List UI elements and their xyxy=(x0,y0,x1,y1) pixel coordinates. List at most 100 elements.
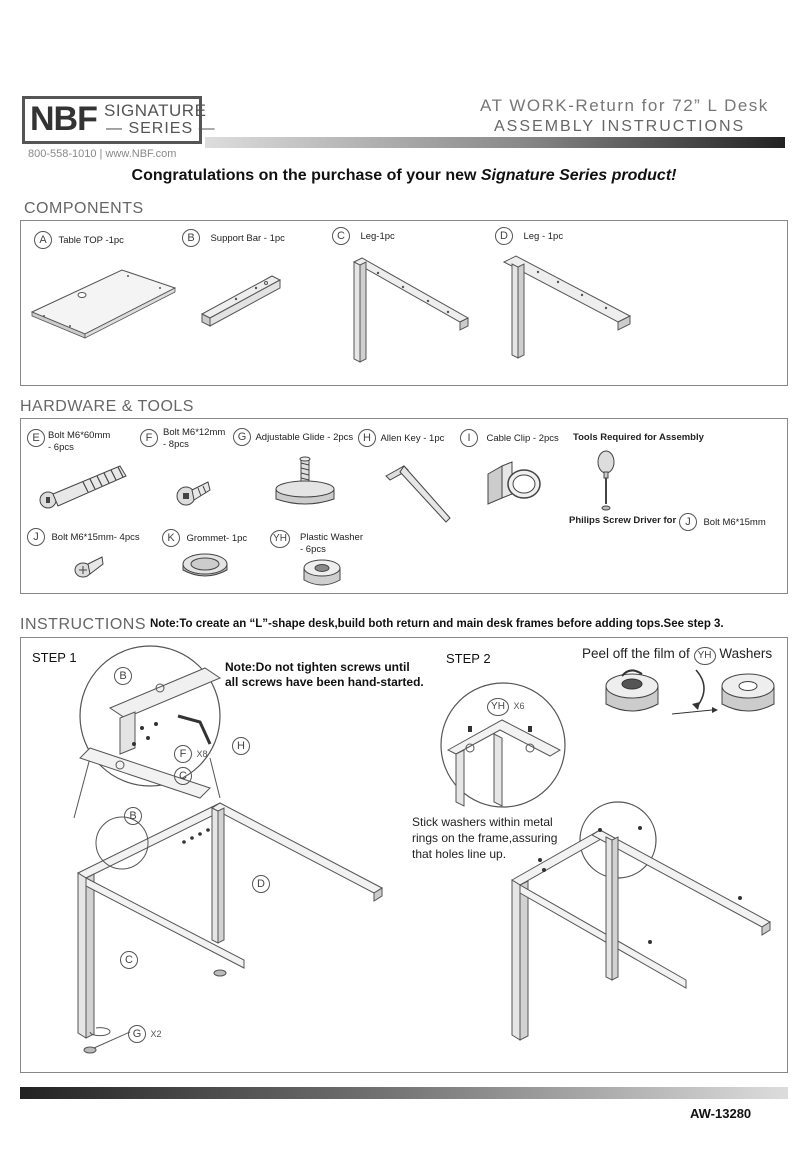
letter-circle: C xyxy=(120,951,138,969)
callout-b-detail: B xyxy=(114,666,132,685)
letter-circle: F xyxy=(174,745,192,763)
callout-yh: YH X6 xyxy=(487,696,524,716)
hardware-k: K Grommet- 1pc xyxy=(162,528,247,547)
component-b: B Support Bar - 1pc xyxy=(182,228,285,247)
letter-circle: H xyxy=(232,737,250,755)
leg-d-drawing xyxy=(502,255,632,359)
hardware-g: G Adjustable Glide - 2pcs xyxy=(233,427,353,446)
callout-c-detail: C xyxy=(174,766,192,785)
label-line: Bolt M6*60mm xyxy=(48,430,111,441)
logo-nbf: NBF xyxy=(30,100,98,138)
header-bar xyxy=(205,137,785,148)
tool-bolt-label: Bolt M6*15mm xyxy=(703,517,766,528)
callout-d: D xyxy=(252,874,270,893)
tool-letter-j: J Bolt M6*15mm xyxy=(679,512,766,531)
letter-circle: B xyxy=(124,807,142,825)
letter-circle: B xyxy=(182,229,200,247)
letter-circle: J xyxy=(679,513,697,531)
instructions-title: INSTRUCTIONS xyxy=(20,616,146,633)
component-c: C Leg-1pc xyxy=(332,226,395,245)
component-label: Table TOP -1pc xyxy=(58,235,124,246)
letter-circle: F xyxy=(140,429,158,447)
leg-c-drawing xyxy=(352,257,470,363)
hardware-e: E xyxy=(27,428,45,447)
hardware-label: Grommet- 1pc xyxy=(186,533,248,544)
stick-line: Stick washers within metal xyxy=(412,815,553,829)
letter-circle: J xyxy=(27,528,45,546)
qty-label: X2 xyxy=(150,1029,162,1039)
bolt-j-icon xyxy=(74,556,104,578)
letter-circle: YH xyxy=(270,530,290,548)
hardware-label: Bolt M6*15mm- 4pcs xyxy=(51,532,140,543)
hardware-label: Adjustable Glide - 2pcs xyxy=(255,432,354,443)
grommet-icon xyxy=(182,553,228,577)
letter-circle: B xyxy=(114,667,132,685)
letter-circle: YH xyxy=(693,647,716,665)
hardware-title: HARDWARE & TOOLS xyxy=(20,398,194,415)
hardware-yh-label: Plastic Washer - 6pcs xyxy=(300,532,363,556)
label-line: - 8pcs xyxy=(163,439,189,450)
stick-instruction: Stick washers within metal rings on the … xyxy=(412,814,557,862)
contact-info: 800-558-1010 | www.NBF.com xyxy=(28,148,177,160)
table-top-drawing xyxy=(30,269,177,339)
note-line: all screws have been hand-started. xyxy=(225,675,424,689)
hardware-panel xyxy=(20,418,788,594)
letter-circle: C xyxy=(174,767,192,785)
tool-label: Philips Screw Driver for xyxy=(569,515,677,526)
letter-circle: A xyxy=(34,231,52,249)
congrats-prefix: Congratulations on the purchase of your … xyxy=(131,167,481,184)
hardware-label: Cable Clip - 2pcs xyxy=(486,433,559,444)
callout-b-frame: B xyxy=(124,806,142,825)
callout-c-frame: C xyxy=(120,950,138,969)
component-d: D Leg - 1pc xyxy=(495,226,563,245)
components-title: COMPONENTS xyxy=(24,200,144,217)
component-label: Leg - 1pc xyxy=(523,231,564,242)
note-line: Note:Do not tighten screws until xyxy=(225,660,410,674)
hardware-f: F xyxy=(140,428,158,447)
letter-circle: K xyxy=(162,529,180,547)
label-line: - 6pcs xyxy=(300,544,326,555)
peel-prefix: Peel off the film of xyxy=(582,646,690,661)
letter-circle: C xyxy=(332,227,350,245)
label-line: - 6pcs xyxy=(48,442,74,453)
hardware-e-label: Bolt M6*60mm - 6pcs xyxy=(48,430,110,454)
step1-title: STEP 1 xyxy=(32,650,77,665)
congrats-line: Congratulations on the purchase of your … xyxy=(0,167,808,185)
bolt-f-icon xyxy=(176,481,211,506)
qty-label: X6 xyxy=(513,701,525,711)
label-line: Plastic Washer xyxy=(300,532,363,543)
congrats-emphasis: Signature Series product! xyxy=(480,167,677,184)
letter-circle: D xyxy=(252,875,270,893)
stick-line: rings on the frame,assuring xyxy=(412,831,558,845)
callout-h: H xyxy=(232,736,250,755)
letter-circle: YH xyxy=(487,698,509,716)
instructions-note: Note:To create an “L”-shape desk,build b… xyxy=(150,618,724,630)
peel-instruction: Peel off the film of YH Washers xyxy=(582,646,772,665)
peel-suffix: Washers xyxy=(719,646,773,661)
letter-circle: G xyxy=(128,1025,146,1043)
stick-line: that holes line up. xyxy=(412,847,507,861)
logo-series: — SERIES — xyxy=(106,120,216,137)
letter-circle: H xyxy=(358,429,376,447)
hardware-h: H Allen Key - 1pc xyxy=(358,428,444,447)
footer-bar xyxy=(20,1087,788,1099)
tools-title: Tools Required for Assembly xyxy=(573,432,704,443)
callout-f: F X8 xyxy=(174,744,207,763)
hardware-f-label: Bolt M6*12mm - 8pcs xyxy=(163,427,225,451)
letter-circle: G xyxy=(233,428,251,446)
callout-g: G X2 xyxy=(128,1024,161,1043)
plastic-washer-icon xyxy=(303,559,341,586)
label-line: Bolt M6*12mm xyxy=(163,427,226,438)
peel-washers-drawing xyxy=(605,669,775,715)
hardware-i: I Cable Clip - 2pcs xyxy=(460,428,559,447)
bolt-e-icon xyxy=(39,465,127,509)
letter-circle: I xyxy=(460,429,478,447)
qty-label: X8 xyxy=(196,749,208,759)
hardware-label: Allen Key - 1pc xyxy=(380,433,445,444)
step1-drawing xyxy=(73,645,384,1054)
letter-circle: D xyxy=(495,227,513,245)
letter-circle: E xyxy=(27,429,45,447)
screwdriver-icon xyxy=(597,450,615,511)
model-code: AW-13280 xyxy=(690,1106,752,1121)
step1-note: Note:Do not tighten screws until all scr… xyxy=(225,660,424,690)
